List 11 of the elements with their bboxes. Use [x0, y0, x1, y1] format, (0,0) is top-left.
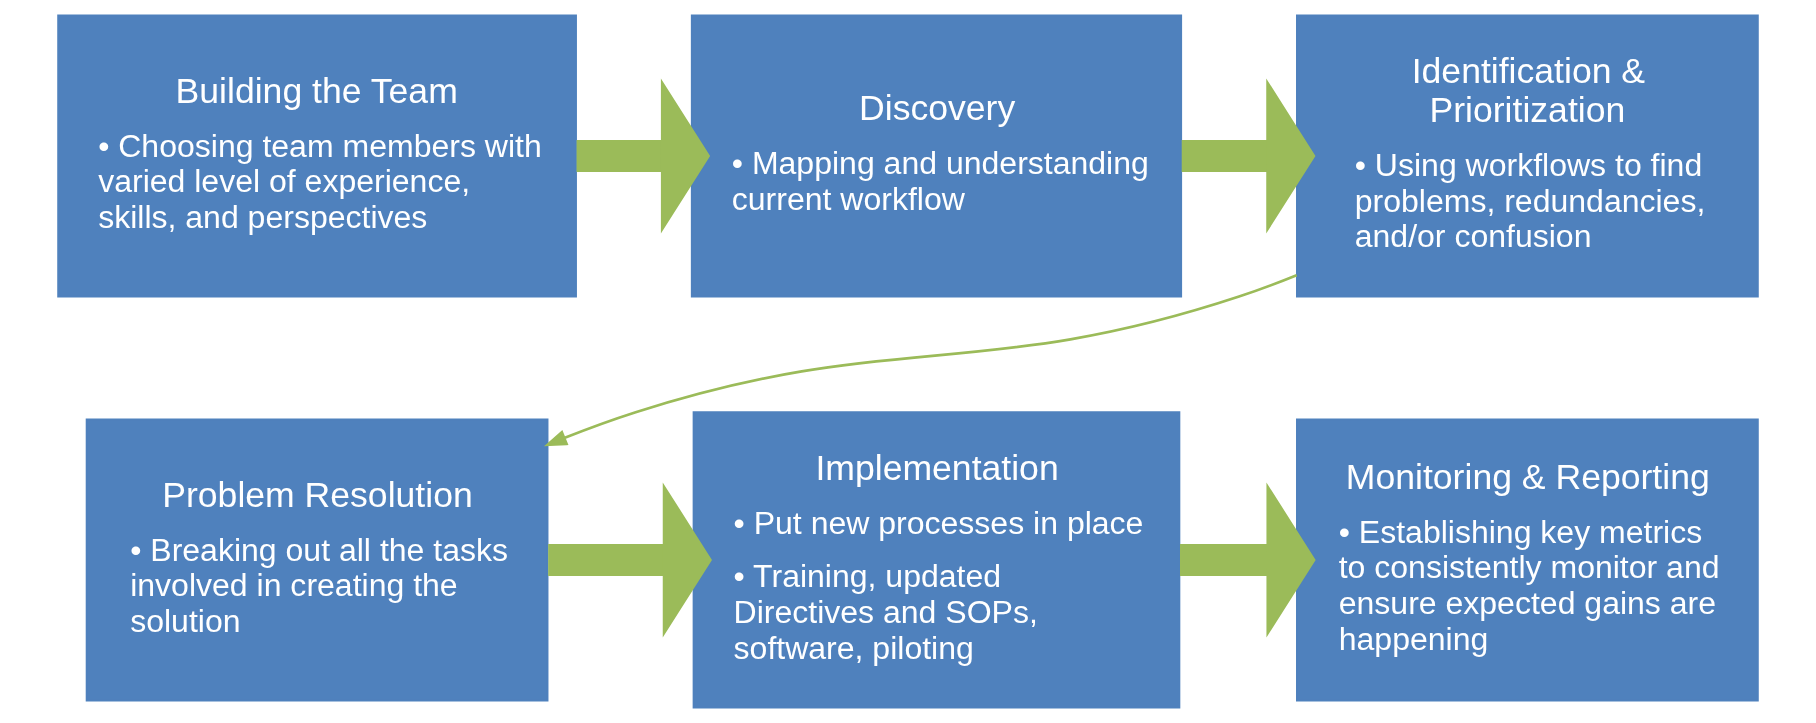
- arrow: [1180, 482, 1316, 638]
- arrow: [543, 273, 1298, 447]
- arrow: [548, 482, 712, 638]
- arrow: [1181, 78, 1316, 234]
- node-box: Identification & Prioritization • Using workflows to find problems, redundancies, and/or confusion: [1296, 14, 1759, 298]
- node-box: Problem Resolution • Breaking out all the tasks involved in creating the solution: [85, 418, 549, 702]
- node-box: Discovery • Mapping and understanding current workflow: [690, 14, 1183, 298]
- node-box: Implementation • Put new processes in place • Training, updated Directives and SOPs, software, piloting: [692, 411, 1181, 709]
- node-box: Monitoring & Reporting • Establishing key metrics to consistently monitor and ensure expected gains are happening: [1296, 418, 1759, 702]
- node-box: Building the Team • Choosing team members with varied level of experience, skills, and perspectives: [57, 14, 577, 298]
- arrow: [576, 78, 711, 234]
